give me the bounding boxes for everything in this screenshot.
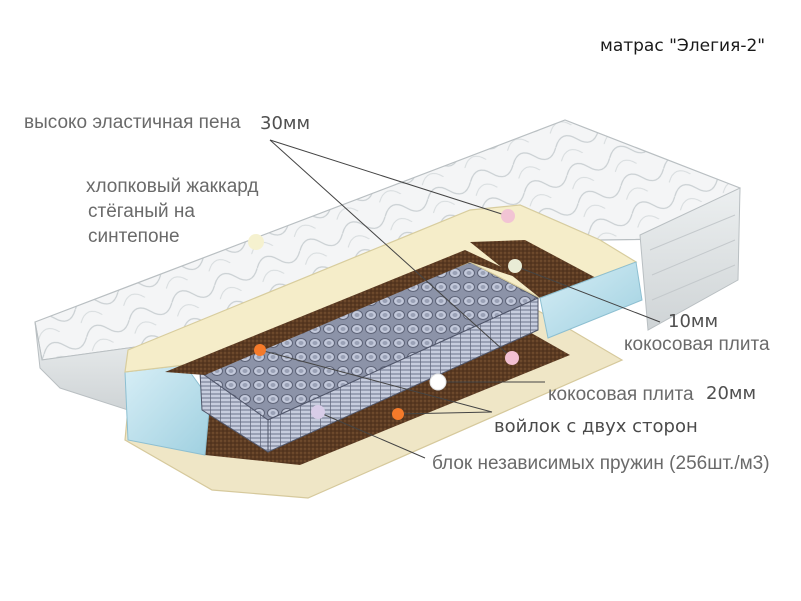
coir-plate-top [165,240,600,375]
marker-coir-10 [508,259,522,273]
marker-felt-top [254,344,266,356]
pocket-spring-block [198,261,540,453]
marker-foam [501,209,515,223]
marker-felt-bottom [392,408,404,420]
label-coir-20-thickness: 20мм [706,383,757,404]
label-jacquard-line3: синтепоне [88,226,180,247]
label-coir-10: кокосовая плита [624,334,770,355]
marker-jacquard [248,234,264,250]
mattress-side-right [639,187,741,331]
label-foam: высоко эластичная пена [24,112,241,133]
foam-perimeter-right [539,261,643,339]
label-coir-20: кокосовая плита [548,384,694,405]
label-foam-thickness: 30мм [260,113,311,134]
marker-coir-20-pink [505,351,519,365]
label-felt: войлок с двух сторон [494,416,698,437]
label-springs: блок независимых пружин (256шт./м3) [432,453,770,474]
foam-perimeter-left [124,364,211,456]
label-jacquard-line1: хлопковый жаккард [86,176,259,197]
diagram-title: матрас "Элегия-2" [600,36,766,56]
leader-lines [259,139,661,459]
marker-springs [311,405,325,419]
label-coir-10-thickness: 10мм [668,311,719,332]
marker-coir-20-white [429,373,447,391]
label-jacquard-line2: стёганый на [88,201,195,222]
